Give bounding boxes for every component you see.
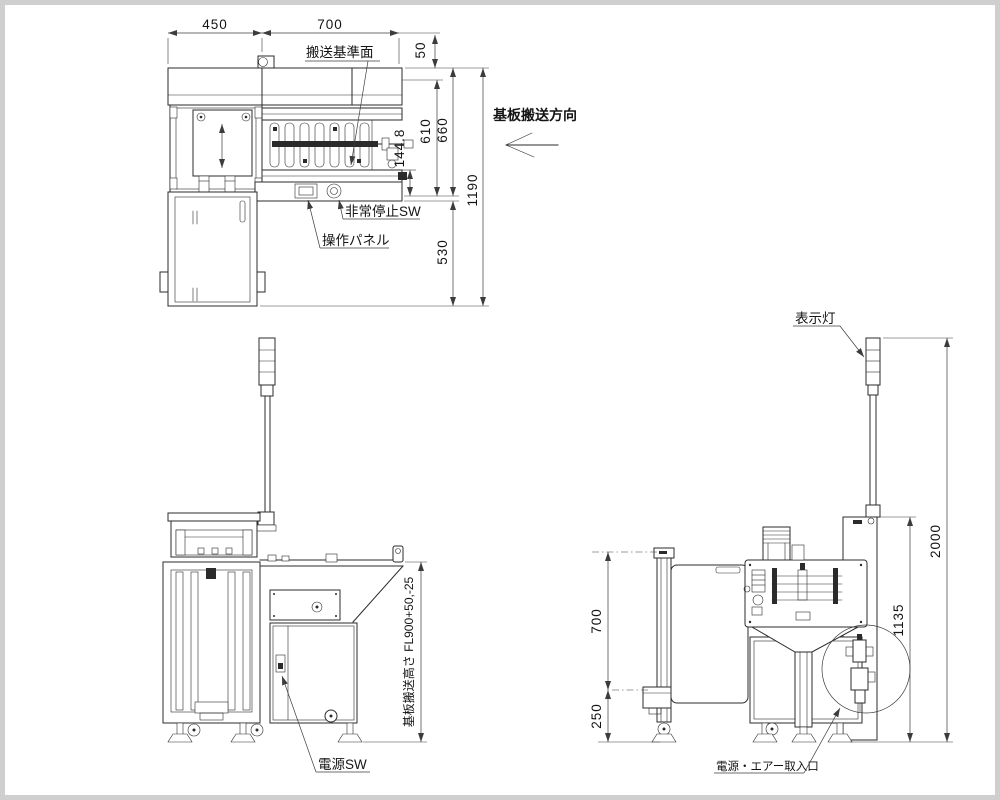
top-view-machine-outline — [159, 55, 414, 307]
dim-250: 250 — [589, 703, 604, 729]
dim-660: 660 — [435, 117, 450, 143]
top-view: 450 700 50 660 610 144.8 1190 530 搬送基準面 … — [159, 17, 577, 307]
label-power-air-inlet: 電源・エアー取入口 — [716, 759, 819, 773]
label-emergency-stop-sw: 非常停止SW — [345, 203, 421, 219]
dim-700: 700 — [317, 17, 343, 32]
signal-tower-pole — [264, 395, 271, 514]
side-view-dimensions: 700 250 1135 2000 — [589, 337, 953, 743]
air-regulator-units — [845, 634, 876, 713]
front-view-annotations: 電源SW — [281, 675, 370, 773]
front-view-machine-outline — [162, 512, 404, 743]
dim-610: 610 — [418, 118, 433, 144]
power-switch[interactable] — [275, 654, 286, 673]
front-view-signal-tower — [255, 337, 277, 532]
label-transport-reference-plane: 搬送基準面 — [306, 44, 374, 60]
dim-2000: 2000 — [928, 524, 943, 558]
signal-tower-lamp — [258, 337, 276, 386]
top-view-dimensions: 450 700 50 660 610 144.8 1190 530 — [167, 17, 489, 307]
dim-144-8: 144.8 — [392, 129, 407, 168]
label-power-sw: 電源SW — [318, 757, 367, 772]
front-panel — [254, 181, 403, 202]
front-view-dimensions: 基板搬送高さ FL900+50,-25 — [363, 561, 427, 743]
side-view-annotations: 表示灯 電源・エアー取入口 — [714, 311, 865, 774]
indicator-lamp — [865, 337, 881, 386]
lead-screw — [272, 141, 378, 147]
emergency-stop-button[interactable] — [326, 183, 342, 199]
side-view: 700 250 1135 2000 表示灯 電源・エアー取入口 — [589, 311, 953, 774]
dim-450: 450 — [202, 17, 228, 32]
label-board-transport-direction: 基板搬送方向 — [493, 107, 577, 123]
indicator-pole — [869, 394, 877, 506]
front-view: 基板搬送高さ FL900+50,-25 電源SW — [162, 337, 427, 773]
operation-panel[interactable] — [294, 183, 318, 199]
crank-knob — [403, 139, 414, 149]
dim-1135: 1135 — [891, 603, 906, 636]
door-handle[interactable] — [715, 566, 741, 574]
edge-clamp — [257, 55, 275, 69]
top-view-annotations: 搬送基準面 非常停止SW 操作パネル 基板搬送方向 — [305, 44, 577, 249]
label-indicator-light: 表示灯 — [795, 311, 836, 326]
front-view-feet — [167, 722, 363, 743]
dim-board-transport-height: 基板搬送高さ FL900+50,-25 — [401, 576, 416, 727]
label-operation-panel: 操作パネル — [322, 233, 390, 248]
dim-700: 700 — [589, 608, 604, 634]
dim-530: 530 — [435, 239, 450, 265]
dim-50: 50 — [413, 41, 428, 58]
transport-direction-arrow-icon — [505, 132, 559, 158]
dim-1190: 1190 — [465, 173, 480, 206]
side-view-machine-outline — [642, 337, 911, 743]
side-view-feet — [651, 722, 853, 743]
